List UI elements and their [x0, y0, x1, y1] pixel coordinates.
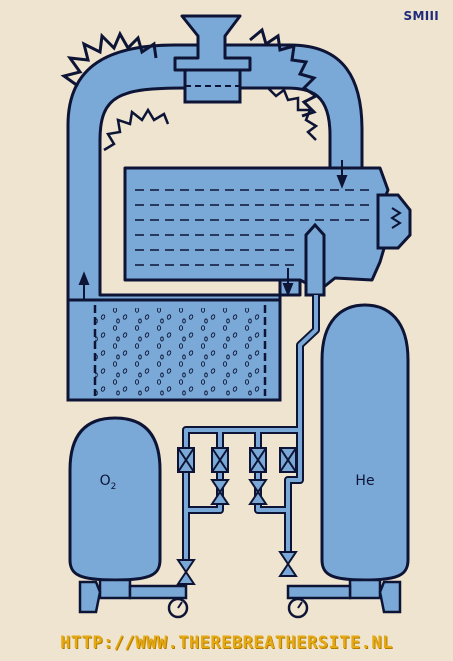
hose-corrugation-outer [60, 27, 319, 118]
helium-cylinder: He [320, 303, 410, 582]
brand-label: SMIII [403, 9, 439, 23]
scrubber-canister [66, 298, 282, 402]
helium-label: He [355, 473, 374, 489]
overpressure-valve [376, 193, 412, 250]
mouthpiece [173, 14, 252, 104]
site-url[interactable]: HTTP://WWW.THEREBREATHERSITE.NL [60, 633, 393, 653]
counterlung [123, 166, 412, 292]
oxygen-cylinder: O2 [68, 416, 162, 582]
cylinder-valves [78, 578, 402, 619]
hose-corrugation-inner [103, 87, 319, 152]
oxygen-label: O2 [100, 473, 117, 492]
dosing-valves [176, 447, 298, 585]
gas-inlet-column [304, 222, 326, 297]
